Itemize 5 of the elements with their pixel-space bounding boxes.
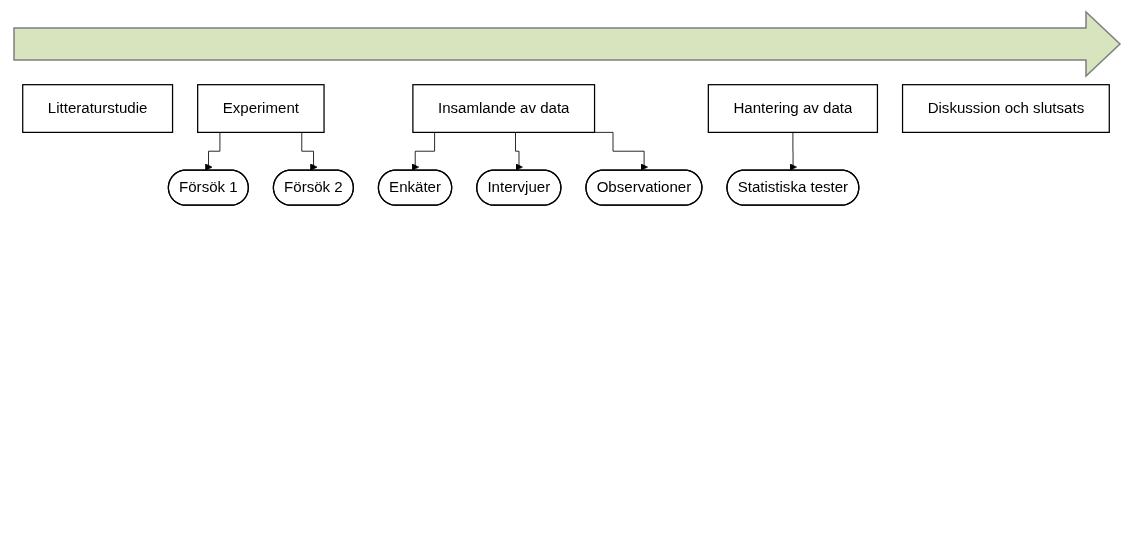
node-box: Diskussion och slutsats bbox=[901, 84, 1110, 133]
node-box: Hantering av data bbox=[707, 84, 879, 133]
node-box: Experiment bbox=[197, 84, 325, 133]
node-box: Insamlande av data bbox=[412, 84, 596, 133]
node-box: Litteraturstudie bbox=[22, 84, 174, 133]
